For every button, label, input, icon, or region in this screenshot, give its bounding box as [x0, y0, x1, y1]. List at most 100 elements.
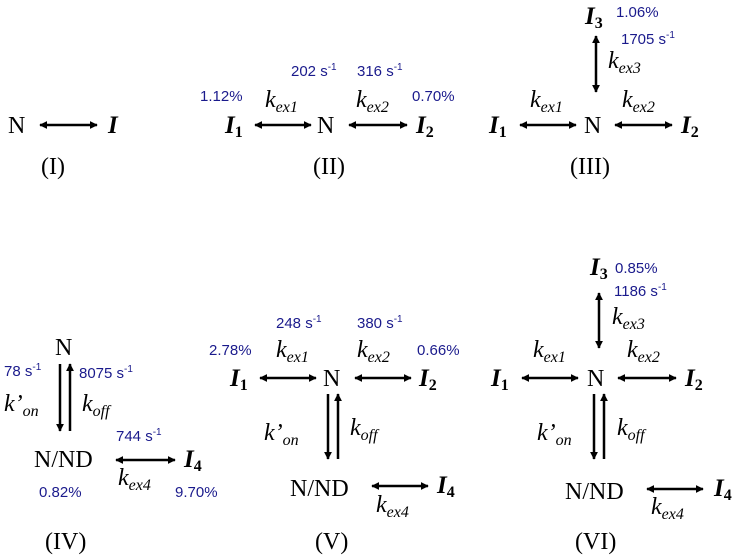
kex3-rate-number: 1186 s	[614, 283, 658, 300]
kex1-label: kex1	[276, 337, 309, 366]
kon-rate-number: 78 s	[4, 363, 32, 380]
i1-sub: 1	[240, 377, 248, 394]
kex2-sub: ex2	[368, 349, 390, 366]
i3-sub: 3	[595, 15, 603, 32]
kex1-k: k	[530, 87, 541, 113]
kon-label: k’on	[264, 420, 299, 449]
kex3-label: kex3	[608, 48, 641, 77]
i2-state: I2	[680, 112, 699, 141]
i3-letter: I	[584, 3, 596, 30]
kex2-k: k	[622, 87, 633, 113]
i2-sub: 2	[691, 124, 699, 141]
i1-sub: 1	[501, 377, 509, 394]
kex4-k: k	[651, 494, 662, 520]
kex2-k: k	[357, 337, 368, 363]
scheme-iv: N 78 s-1 8075 s-1 k’on koff N/ND 744 s-1…	[4, 335, 218, 555]
kex4-rate-number: 744 s	[116, 428, 153, 445]
native-state: N	[584, 113, 601, 139]
kon-sub: on	[283, 432, 299, 449]
i2-letter: I	[415, 112, 427, 139]
i3-state: I3	[589, 254, 608, 283]
kex4-rate-exponent: -1	[153, 427, 162, 438]
i1-sub: 1	[235, 124, 243, 141]
kex2-sub: ex2	[633, 99, 655, 116]
kon-rate-value: 78 s-1	[4, 362, 42, 380]
bound-state: N/ND	[34, 447, 93, 473]
kex2-k: k	[627, 337, 638, 363]
kex4-sub: ex4	[129, 477, 151, 494]
i1-letter: I	[490, 365, 502, 392]
i1-letter: I	[229, 365, 241, 392]
kex2-label: kex2	[627, 337, 660, 366]
koff-label: koff	[617, 415, 647, 444]
i1-state: I1	[224, 112, 243, 141]
kex2-rate-value: 380 s-1	[357, 314, 403, 332]
kex1-k: k	[533, 337, 544, 363]
scheme-ii: 1.12% 202 s-1 316 s-1 0.70% kex1 kex2 I1…	[200, 62, 455, 180]
i1-letter: I	[224, 112, 236, 139]
i2-sub: 2	[695, 377, 703, 394]
kex1-rate-exponent: -1	[328, 62, 337, 73]
kex4-k: k	[118, 465, 129, 491]
kex2-sub: ex2	[367, 99, 389, 116]
kex1-k: k	[276, 337, 287, 363]
pop-bound-value: 0.82%	[39, 484, 82, 501]
scheme-vi: I3 0.85% 1186 s-1 kex3 kex1 kex2 I1 N I2…	[490, 254, 732, 555]
kex1-label: kex1	[265, 87, 298, 116]
kon-k: k’	[4, 391, 23, 417]
koff-rate-exponent: -1	[124, 364, 133, 375]
kex3-sub: ex3	[623, 316, 645, 333]
i1-sub: 1	[499, 124, 507, 141]
bound-state: N/ND	[565, 479, 624, 505]
kex4-sub: ex4	[387, 504, 409, 521]
i4-state: I4	[436, 472, 455, 501]
kex4-label: kex4	[376, 492, 409, 521]
i2-state: I2	[418, 365, 437, 394]
i1-letter: I	[488, 112, 500, 139]
bound-state: N/ND	[290, 476, 349, 502]
kex3-rate-number: 1705 s	[621, 31, 666, 48]
kex1-sub: ex1	[276, 99, 298, 116]
i3-sub: 3	[600, 266, 608, 283]
kex2-label: kex2	[356, 87, 389, 116]
i1-state: I1	[490, 365, 509, 394]
pop-i1-value: 2.78%	[209, 342, 252, 359]
kon-rate-exponent: -1	[32, 362, 41, 373]
kex1-sub: ex1	[541, 99, 563, 116]
i2-sub: 2	[429, 377, 437, 394]
pop-i4-value: 9.70%	[175, 484, 218, 501]
intermediate-state: I	[107, 112, 119, 139]
i4-state: I4	[183, 446, 202, 475]
i4-sub: 4	[447, 484, 455, 501]
scheme-v: 248 s-1 380 s-1 2.78% 0.66% kex1 kex2 I1…	[209, 314, 460, 555]
kon-sub: on	[23, 403, 39, 420]
i4-sub: 4	[724, 487, 732, 504]
kex2-rate-exponent: -1	[394, 314, 403, 325]
i3-letter: I	[589, 254, 601, 281]
native-state: N	[8, 113, 25, 139]
scheme-label: (V)	[315, 529, 348, 555]
scheme-label: (III)	[570, 154, 610, 180]
pop-i2-value: 0.66%	[417, 342, 460, 359]
kex1-k: k	[265, 87, 276, 113]
i1-state: I1	[488, 112, 507, 141]
i2-state: I2	[684, 365, 703, 394]
kex4-label: kex4	[651, 494, 684, 523]
i4-letter: I	[713, 475, 725, 502]
koff-sub: off	[628, 427, 647, 444]
native-state: N	[55, 335, 72, 361]
kon-label: k’on	[537, 420, 572, 449]
kex1-rate-value: 248 s-1	[276, 314, 322, 332]
kex1-label: kex1	[533, 337, 566, 366]
kon-k: k’	[537, 420, 556, 446]
kex2-label: kex2	[357, 337, 390, 366]
kex1-rate-number: 248 s	[276, 315, 313, 332]
kex1-rate-value: 202 s-1	[291, 62, 337, 80]
kex3-k: k	[612, 304, 623, 330]
kex3-rate-value: 1705 s-1	[621, 30, 675, 48]
koff-label: koff	[350, 415, 380, 444]
koff-label: koff	[82, 391, 112, 420]
kex1-rate-number: 202 s	[291, 63, 328, 80]
kex1-sub: ex1	[544, 349, 566, 366]
